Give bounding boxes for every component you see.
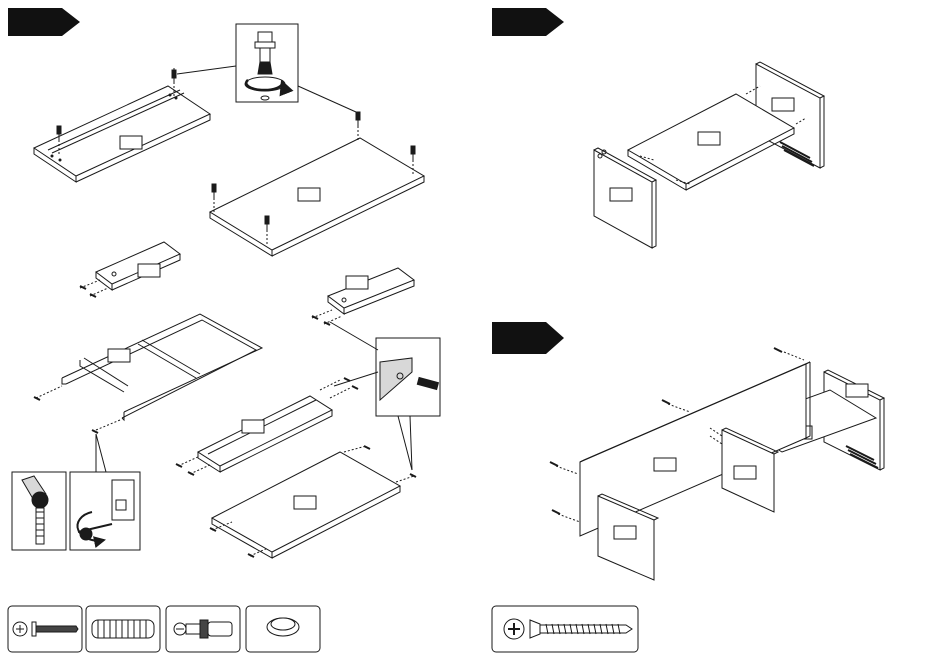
dowel-icon	[92, 620, 154, 638]
cam-bolt-detail	[177, 24, 356, 112]
bottom-panel	[210, 446, 416, 558]
screw-icon	[36, 626, 78, 632]
cam-bolt-icon	[186, 624, 200, 634]
small-board-right	[312, 268, 414, 325]
top-shelf-panel	[34, 68, 210, 182]
large-top-panel	[210, 112, 424, 256]
step-3-diagram	[492, 322, 884, 652]
dowel-detail	[330, 322, 440, 470]
step-3-badge	[492, 322, 564, 354]
hardware-legend-left	[8, 606, 320, 652]
step-2-badge	[492, 8, 564, 36]
screwdriver-detail-left	[12, 472, 66, 550]
hardware-legend-right	[492, 606, 638, 652]
step-1-badge	[8, 8, 80, 36]
step-2-diagram	[492, 8, 824, 248]
screwdriver-detail-right	[70, 472, 140, 550]
step-1-diagram	[8, 8, 440, 652]
small-board-left	[80, 242, 180, 297]
